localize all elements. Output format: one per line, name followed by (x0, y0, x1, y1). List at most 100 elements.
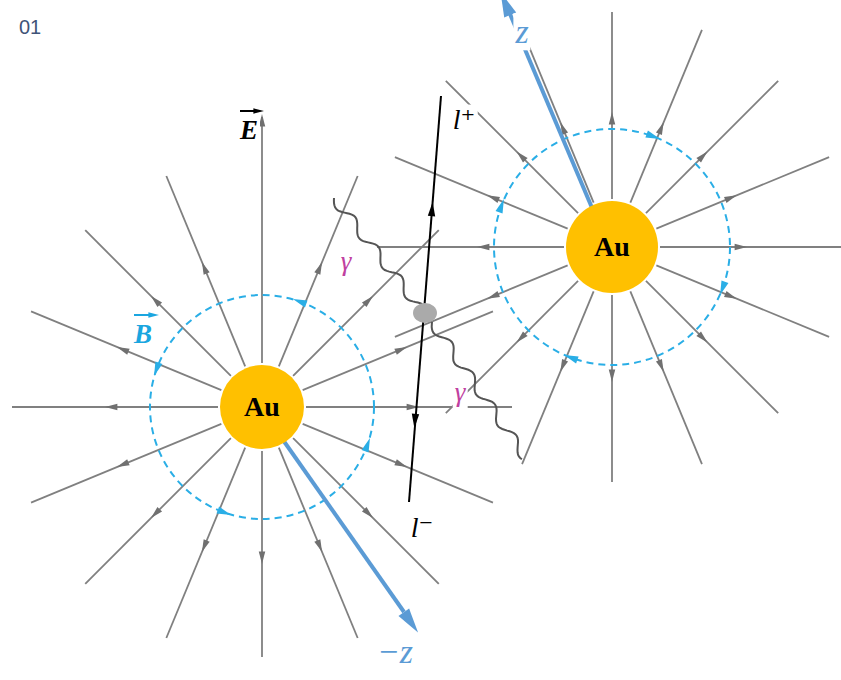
field-line (446, 81, 578, 213)
minus-z-axis-arrow (398, 608, 418, 632)
field-arrow (517, 152, 528, 163)
field-line (522, 30, 594, 203)
field-line (646, 81, 778, 213)
lepton-arrow (428, 202, 435, 216)
field-line (85, 438, 231, 584)
vector-overarrow-head (253, 108, 264, 114)
field-line (611, 12, 613, 199)
field-arrow (105, 404, 117, 410)
field-line (646, 281, 778, 413)
field-line (31, 311, 221, 390)
field-line (85, 230, 231, 376)
field-arrow (202, 539, 210, 552)
field-line (656, 157, 829, 229)
field-arrow (656, 359, 664, 372)
field-arrow (656, 122, 664, 135)
magnetic-arrow (217, 507, 232, 515)
field-arrow (314, 262, 322, 275)
field-arrow (151, 296, 162, 307)
field-line (395, 265, 568, 337)
nucleus-label: Au (594, 231, 630, 263)
field-line (611, 295, 613, 482)
field-arrow (609, 370, 615, 382)
label-holder: l⁺ (451, 105, 478, 136)
electric-field-label: E (238, 116, 260, 146)
magnetic-arrow (564, 355, 579, 363)
field-arrow (314, 539, 322, 552)
field-arrow (696, 152, 707, 163)
field-arrow (394, 347, 407, 355)
field-line (395, 157, 568, 229)
z-axis (510, 14, 598, 222)
magnetic-arrow (645, 131, 660, 139)
magnetic-arrow (720, 280, 728, 295)
field-line (656, 265, 829, 337)
field-arrow (477, 244, 489, 250)
field-line (31, 424, 221, 503)
field-arrow (362, 296, 373, 307)
lepton-arrow (412, 414, 419, 428)
field-arrow (202, 262, 210, 275)
magnetic-arrow (496, 199, 504, 214)
field-arrow (151, 507, 162, 518)
field-line (279, 448, 358, 638)
label-holder: B (132, 320, 154, 350)
field-line (660, 246, 841, 248)
nucleus-label: Au (244, 391, 280, 423)
field-line (166, 176, 245, 366)
label-holder: −z (375, 633, 415, 670)
nucleus-circle: Au (566, 201, 658, 293)
field-line (303, 424, 493, 503)
field-line (279, 176, 358, 366)
magnetic-arrow (293, 299, 308, 307)
photon-label: γ (453, 378, 468, 408)
vector-overarrow-head (148, 312, 159, 318)
lepton-label: l⁺ (451, 105, 478, 136)
label-holder: z (513, 13, 530, 50)
nucleus-circle: Au (220, 365, 304, 449)
field-arrow (117, 347, 130, 355)
photon-wave (432, 322, 522, 459)
label-holder: γ (339, 247, 354, 277)
field-arrow (724, 195, 737, 203)
field-line (293, 438, 439, 584)
field-arrow (696, 331, 707, 342)
field-arrow (517, 331, 528, 342)
field-arrow (560, 359, 568, 372)
field-arrow (259, 552, 265, 564)
figure-number: 01 (17, 16, 43, 38)
axis-label: −z (375, 633, 415, 670)
vector-overarrow (240, 110, 255, 112)
magnetic-field-circle (150, 295, 374, 519)
field-line (630, 30, 702, 203)
field-arrow (609, 112, 615, 124)
label-holder: E (238, 116, 260, 146)
field-line (166, 448, 245, 638)
axis-label: z (513, 13, 530, 50)
lepton-line (409, 96, 441, 502)
magnetic-field-label: B (132, 320, 154, 350)
field-arrow (735, 244, 747, 250)
minus-z-axis (276, 430, 404, 612)
magnetic-arrow (362, 438, 370, 453)
field-arrow (724, 291, 737, 299)
field-line (377, 246, 564, 248)
lepton-label: l⁻ (409, 513, 436, 544)
field-line (446, 281, 578, 413)
label-holder: 01 (17, 16, 43, 38)
field-arrow (394, 459, 407, 467)
magnetic-field-circle (494, 129, 730, 365)
field-line (261, 117, 263, 363)
field-arrow (117, 459, 130, 467)
photon-wave (334, 198, 422, 304)
label-holder: l⁻ (409, 513, 436, 544)
label-holder: γ (453, 378, 468, 408)
magnetic-arrow (154, 362, 162, 377)
vertex-dot (413, 303, 437, 323)
field-line (630, 291, 702, 464)
vector-overarrow (134, 314, 150, 316)
photon-label: γ (339, 247, 354, 277)
field-line (522, 291, 594, 464)
